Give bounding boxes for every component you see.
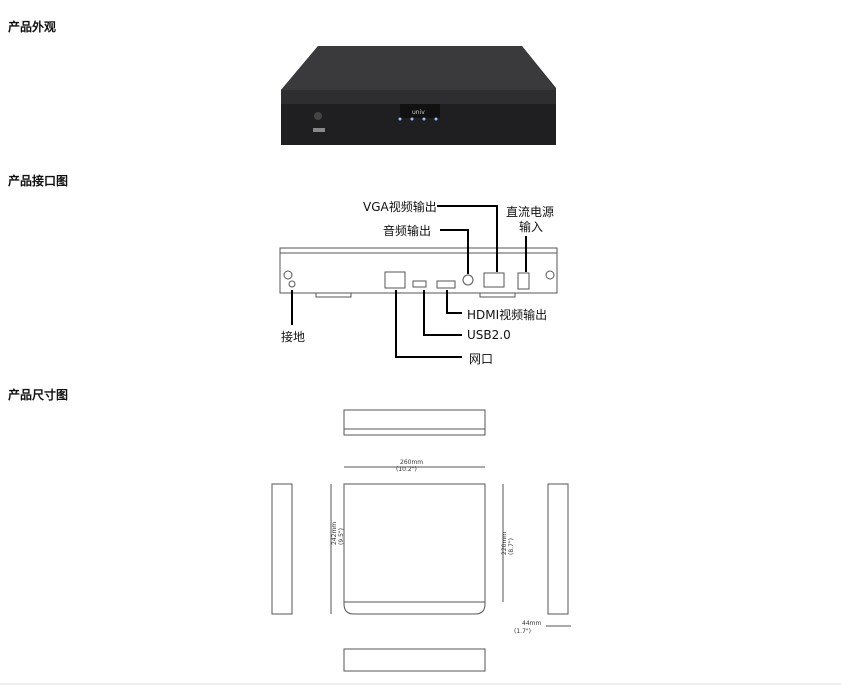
- height-dim-in: (1.7"): [514, 628, 531, 635]
- label-ground: 接地: [281, 330, 306, 344]
- brand-logo: univ: [412, 109, 425, 116]
- depth2-dim-in: (8.7"): [508, 538, 515, 555]
- depth-dim: 242mm: [331, 522, 338, 545]
- label-power-1: 直流电源: [506, 205, 555, 219]
- width-dim: 260mm: [400, 459, 423, 466]
- section-title-interfaces: 产品接口图: [8, 174, 69, 188]
- depth2-dim: 220mm: [501, 532, 508, 555]
- section-title-appearance: 产品外观: [8, 20, 57, 34]
- depth-dim-in: (9.5"): [338, 528, 345, 545]
- product-photo: univ: [281, 46, 556, 145]
- label-network: 网口: [469, 352, 494, 366]
- label-usb: USB2.0: [467, 328, 511, 342]
- dimension-drawing: [271, 409, 571, 672]
- label-power-2: 输入: [519, 220, 544, 234]
- section-title-dimensions: 产品尺寸图: [8, 388, 69, 402]
- height-dim: 44mm: [522, 620, 541, 627]
- rear-panel-diagram: [279, 205, 558, 358]
- label-audio: 音频输出: [383, 224, 432, 238]
- width-dim-in: (10.2"): [396, 466, 417, 473]
- label-hdmi: HDMI视频输出: [467, 308, 548, 322]
- label-vga: VGA视频输出: [363, 200, 437, 214]
